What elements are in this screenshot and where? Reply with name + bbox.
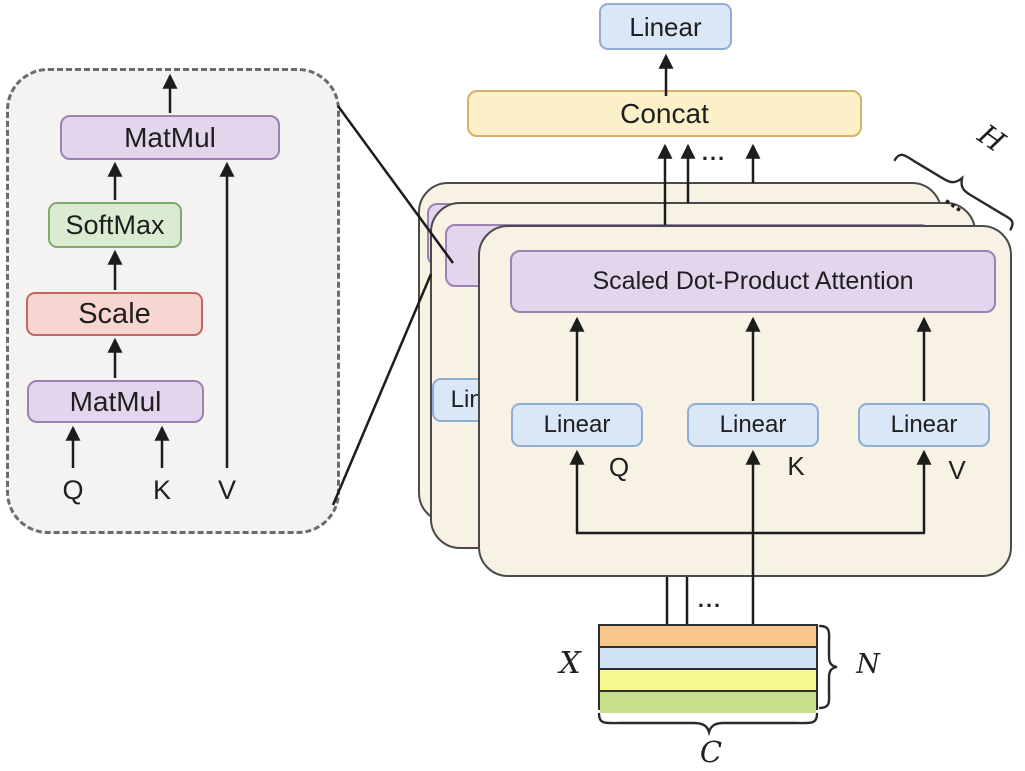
head-q-label: Q xyxy=(608,452,630,482)
rows-n-label: N xyxy=(856,648,880,680)
linear-k-box: Linear xyxy=(687,403,819,447)
matrix-ellipsis: ... xyxy=(697,587,723,612)
matmul-bottom-box: MatMul xyxy=(27,380,204,423)
matrix-row xyxy=(600,626,816,648)
scale-box: Scale xyxy=(26,292,203,336)
brace-n xyxy=(818,624,838,710)
detail-v-label: V xyxy=(217,474,236,505)
matrix-row xyxy=(600,648,816,670)
concat-box: Concat xyxy=(467,90,862,137)
cols-c-label: C xyxy=(699,734,723,769)
heads-ellipsis: ... xyxy=(701,140,727,165)
brace-c xyxy=(597,712,819,737)
matrix-row xyxy=(600,692,816,713)
detail-k-label: K xyxy=(152,474,171,505)
linear-v-box: Linear xyxy=(858,403,990,447)
scaled-dot-product-attention-box: Scaled Dot-Product Attention xyxy=(510,250,996,313)
head-v-label: V xyxy=(948,455,966,485)
matrix-x-label: X xyxy=(559,646,581,681)
projection-line-bottom xyxy=(331,273,433,506)
detail-q-label: Q xyxy=(62,474,84,505)
linear-q-box: Linear xyxy=(511,403,643,447)
stack-h-label: H xyxy=(971,117,1011,159)
matmul-top-box: MatMul xyxy=(60,115,280,160)
input-matrix xyxy=(598,624,818,713)
output-linear-box: Linear xyxy=(599,3,732,50)
softmax-box: SoftMax xyxy=(48,202,182,248)
head-k-label: K xyxy=(787,451,805,481)
matrix-row xyxy=(600,670,816,692)
